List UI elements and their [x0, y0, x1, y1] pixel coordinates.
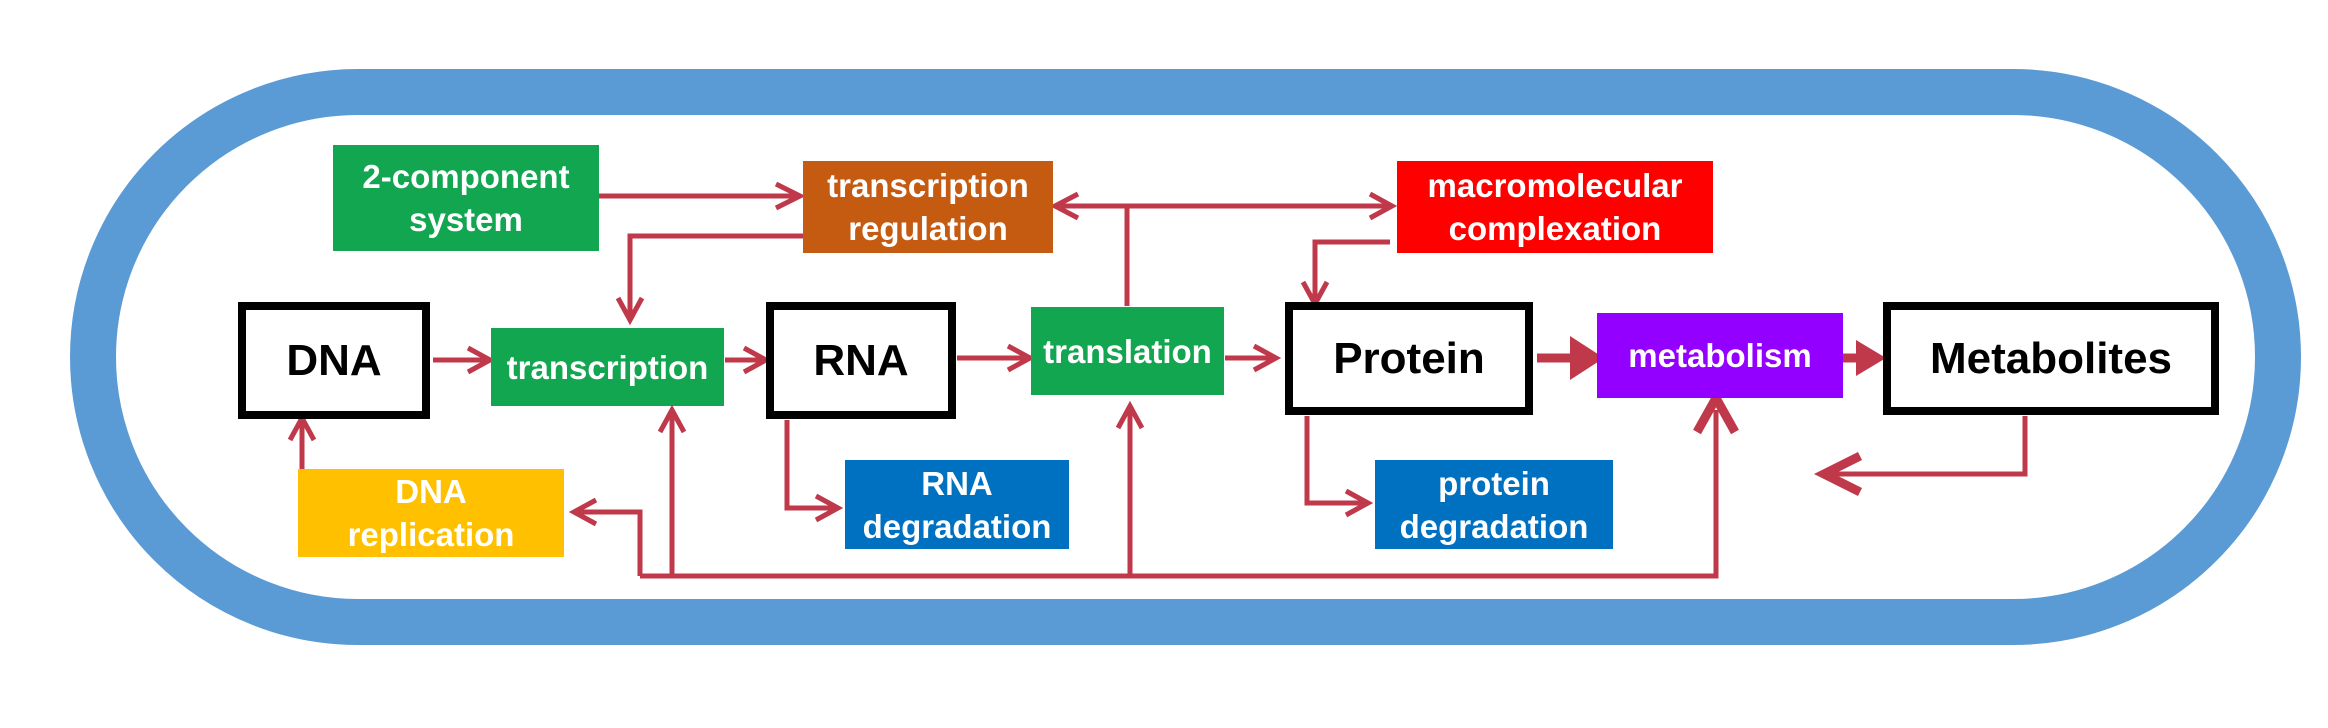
- arrowhead-protein-to-degradation: [1344, 488, 1374, 518]
- arrow-translation-feedback: [1055, 203, 1130, 306]
- arrowhead-metabolism-to-metabolites: [1856, 340, 1886, 376]
- arrow-bus-to-replication: [574, 509, 643, 576]
- arrow-feedback-bus: [640, 410, 1719, 579]
- metabolism-box: metabolism: [1597, 313, 1843, 398]
- arrowhead-bus-to-replication: [568, 497, 598, 527]
- arrowhead-protein-to-metabolism: [1570, 336, 1604, 380]
- translation-box: translation: [1031, 307, 1224, 395]
- arrowhead-translation-to-protein: [1252, 343, 1282, 373]
- arrowhead-rna-to-degradation: [814, 493, 844, 523]
- dna-replication-box: DNA replication: [298, 469, 564, 557]
- arrow-regulation-to-transcription: [627, 233, 805, 318]
- arrowhead-to-regulation: [1049, 191, 1080, 221]
- arrowhead-bus-to-transcription: [657, 404, 687, 434]
- arrow-complexation-to-protein: [1312, 239, 1390, 302]
- dna-box: DNA: [238, 302, 430, 419]
- rna-degradation-box: RNA degradation: [845, 460, 1069, 549]
- transcription-regulation-box: transcription regulation: [803, 161, 1053, 253]
- arrowhead-rna-to-translation: [1006, 343, 1036, 373]
- arrow-rna-to-degradation: [784, 420, 838, 511]
- two-component-system-box: 2-component system: [333, 145, 599, 251]
- rna-box: RNA: [766, 302, 956, 419]
- metabolites-box: Metabolites: [1883, 302, 2219, 415]
- arrow-protein-to-degradation: [1304, 416, 1368, 506]
- arrowhead-dna-to-transcription: [466, 345, 496, 375]
- transcription-box: transcription: [491, 328, 724, 406]
- arrowhead-metabolites-feedback: [1813, 451, 1863, 497]
- arrowhead-two-component-to-regulation: [774, 181, 806, 211]
- protein-box: Protein: [1285, 302, 1533, 415]
- arrow-metabolites-feedback: [1830, 416, 2028, 477]
- arrowhead-bus-to-translation: [1115, 400, 1145, 430]
- arrowhead-metabolism-bus: [1693, 388, 1739, 435]
- arrowhead-to-complexation: [1368, 191, 1398, 221]
- cell-wall: [70, 69, 2301, 645]
- arrowhead-regulation-to-transcription: [615, 296, 645, 326]
- macromolecular-complexation-box: macromolecular complexation: [1397, 161, 1713, 253]
- protein-degradation-box: protein degradation: [1375, 460, 1613, 549]
